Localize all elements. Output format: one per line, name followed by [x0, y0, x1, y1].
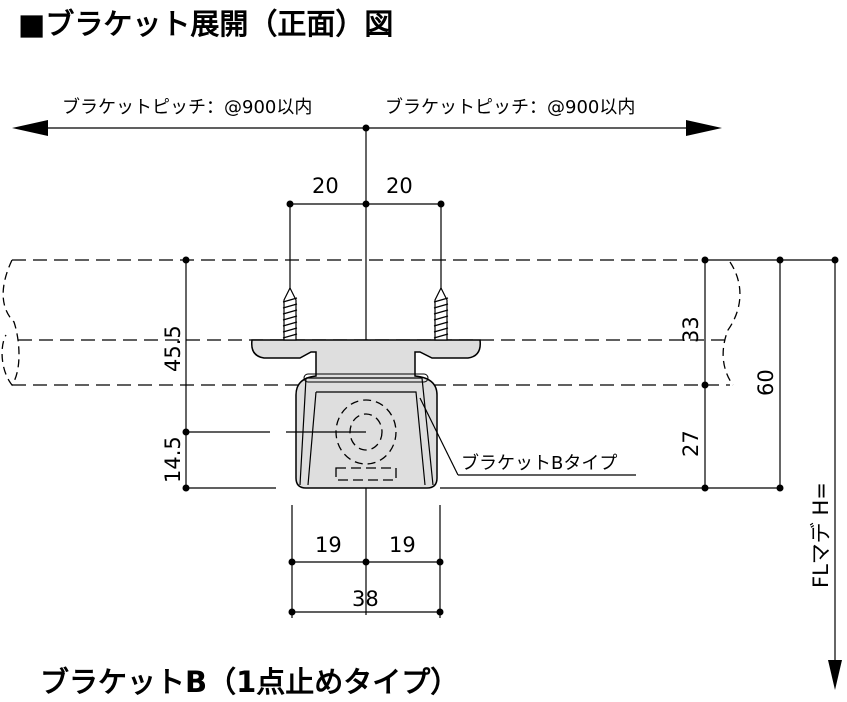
callout-label: ブラケットBタイプ — [461, 452, 617, 474]
arrow-down-icon — [828, 660, 842, 690]
dim-bottom-left: 19 — [315, 533, 342, 557]
arrow-left-icon — [12, 120, 48, 136]
dim-right-lower: 27 — [679, 430, 703, 457]
dim-right-total: 60 — [754, 369, 778, 396]
screw-left — [282, 286, 298, 341]
left-dimension: 45.5 14.5 — [161, 256, 366, 492]
dim-bottom-right: 19 — [389, 533, 416, 557]
dim-left-lower: 14.5 — [161, 436, 185, 483]
pitch-label-right: ブラケットピッチ：@900以内 — [385, 96, 635, 118]
bracket-caption: ブラケットB（1点止めタイプ） — [40, 665, 459, 699]
dim-left-upper: 45.5 — [161, 325, 185, 372]
pitch-label-left: ブラケットピッチ：@900以内 — [62, 96, 312, 118]
diagram-title: ■ブラケット展開（正面）図 — [18, 7, 393, 41]
bottom-dimension: 19 19 38 — [288, 505, 444, 618]
dim-right-upper: 33 — [679, 316, 703, 343]
arrow-right-icon — [686, 120, 722, 136]
bracket-b — [251, 286, 481, 489]
right-dimension: 33 27 60 FLマデ H= — [440, 256, 842, 690]
dim-top-right: 20 — [386, 174, 413, 198]
dim-top-left: 20 — [312, 174, 339, 198]
callout: ブラケットBタイプ — [419, 397, 636, 476]
beam-outline — [1, 259, 835, 387]
dim-bottom-total: 38 — [352, 587, 379, 611]
pitch-dimension: ブラケットピッチ：@900以内 ブラケットピッチ：@900以内 — [12, 96, 722, 136]
floor-height-label: FLマデ H= — [809, 482, 833, 588]
screw-right — [433, 286, 449, 341]
